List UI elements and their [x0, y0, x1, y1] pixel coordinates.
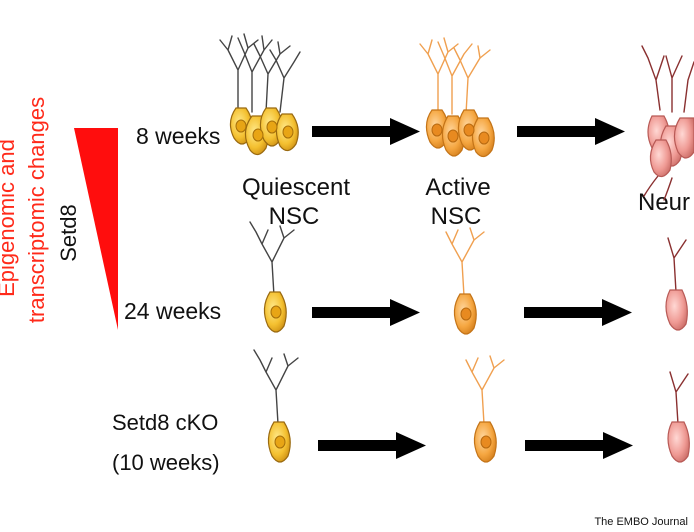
quiescent-nsc-single-icon-row2 — [249, 221, 295, 333]
stage-label-quiescent-line2: NSC — [269, 203, 320, 230]
side-label-line1: Epigenomic and — [0, 139, 19, 297]
setd8-label: Setd8 — [56, 204, 81, 262]
active-nsc-single-icon-row2 — [445, 227, 485, 335]
arrow-row2-b — [524, 299, 632, 326]
neuron-single-icon-row3 — [667, 371, 690, 463]
row-label-24-weeks: 24 weeks — [124, 298, 221, 324]
neuron-single-icon-row2 — [665, 237, 688, 331]
side-label-line2: transcriptomic changes — [24, 97, 49, 323]
arrow-row3-a — [318, 432, 426, 459]
active-nsc-single-icon-row3 — [465, 355, 505, 463]
stage-label-active-line2: NSC — [431, 203, 482, 230]
arrow-row1-b — [517, 118, 625, 145]
neuron-cluster-icon — [641, 45, 694, 201]
row-label-cko-line2: (10 weeks) — [112, 450, 220, 475]
journal-credit: The EMBO Journal — [594, 516, 688, 528]
stage-label-neuron: Neur — [638, 189, 690, 216]
arrow-row2-a — [312, 299, 420, 326]
arrow-row1-a — [312, 118, 420, 145]
row-label-cko-line1: Setd8 cKO — [112, 410, 218, 435]
quiescent-nsc-cluster-icon — [219, 33, 301, 156]
quiescent-nsc-single-icon-row3 — [253, 349, 299, 463]
stage-label-active-line1: Active — [425, 174, 490, 201]
arrow-row3-b — [525, 432, 633, 459]
active-nsc-cluster-icon — [419, 37, 495, 158]
stage-label-quiescent-line1: Quiescent — [242, 174, 350, 201]
row-label-8-weeks: 8 weeks — [136, 123, 220, 149]
setd8-gradient-wedge — [74, 128, 118, 330]
